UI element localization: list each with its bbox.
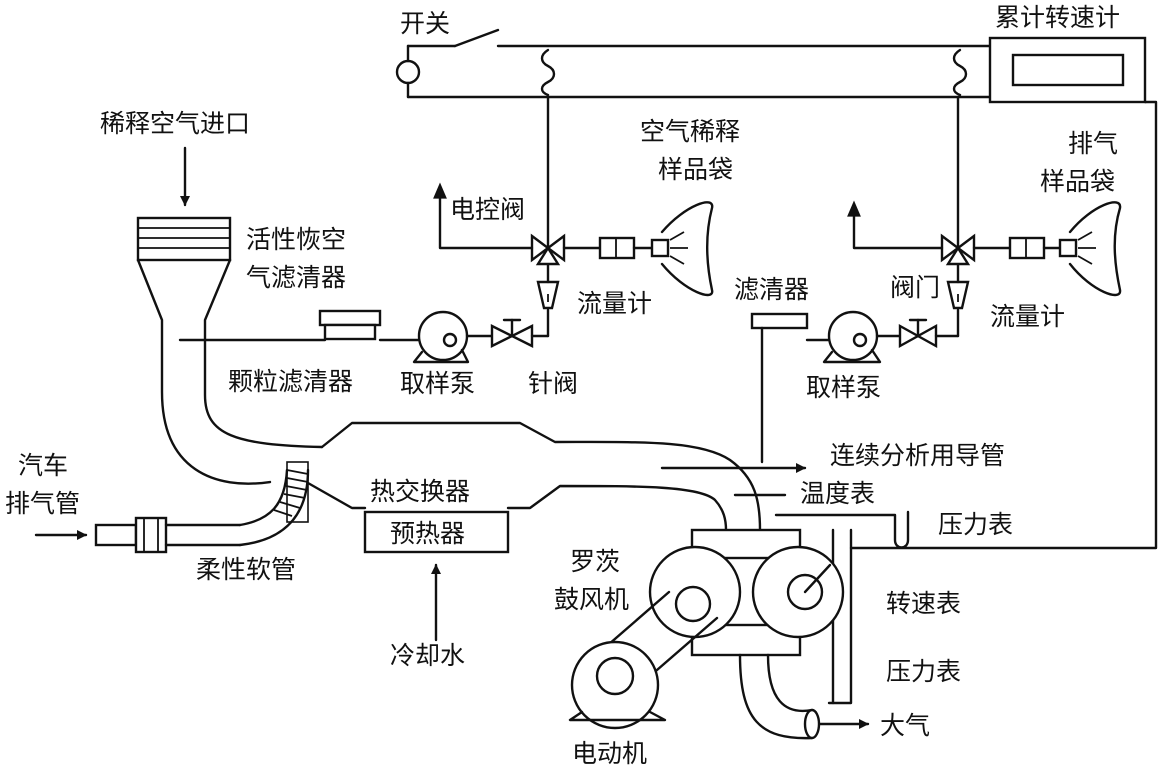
label-solenoid-valve: 电控阀 — [450, 195, 525, 224]
flexible-hose — [238, 468, 289, 527]
label-activated-carbon-2: 气滤清器 — [246, 263, 346, 292]
exhaust-sample-bag — [1068, 201, 1122, 297]
heat-exchanger — [363, 510, 510, 642]
label-flexible-hose: 柔性软管 — [196, 555, 296, 584]
label-air-dilution-bag-2: 样品袋 — [658, 155, 733, 184]
vehicle-exhaust-pipe — [34, 461, 310, 554]
label-cooling-water: 冷却水 — [390, 641, 465, 670]
label-thermometer: 温度表 — [800, 479, 875, 508]
label-electric-motor: 电动机 — [572, 739, 647, 768]
label-air-dilution-bag-1: 空气稀释 — [640, 117, 740, 146]
label-heat-exchanger: 热交换器 — [370, 477, 470, 506]
particle-filter — [318, 309, 382, 327]
label-sampling-pump-right: 取样泵 — [806, 373, 881, 402]
label-continuous-analysis-tube: 连续分析用导管 — [830, 441, 1005, 470]
valve-right — [898, 323, 921, 349]
label-filter: 滤清器 — [734, 275, 809, 304]
filter-right — [750, 312, 809, 330]
label-speed-meter: 转速表 — [886, 589, 961, 618]
label-switch: 开关 — [400, 9, 450, 38]
label-pressure-gauge-bottom: 压力表 — [886, 657, 961, 686]
air-dilution-sample-bag — [660, 201, 714, 297]
activated-carbon-filter — [136, 216, 232, 262]
preheater-box — [363, 510, 510, 554]
label-vehicle-exhaust-1: 汽车 — [18, 451, 68, 480]
roots-blower — [568, 528, 870, 740]
right-sampling-line — [750, 95, 1122, 464]
dilution-air-inlet — [136, 146, 324, 485]
exhaust-coupling — [134, 516, 168, 554]
label-flowmeter-right: 流量计 — [990, 302, 1065, 331]
sampling-pump-left — [417, 310, 469, 362]
cumulative-tachometer-display — [1011, 53, 1125, 87]
label-roots-1: 罗茨 — [570, 547, 620, 576]
electrical-circuit — [395, 28, 1158, 550]
label-cumulative-tachometer: 累计转速计 — [995, 3, 1120, 32]
needle-valve — [490, 324, 515, 348]
sampling-pump-right — [827, 310, 879, 362]
left-sampling-line — [178, 95, 714, 364]
label-needle-valve: 针阀 — [528, 369, 578, 398]
dilution-tunnel — [306, 421, 762, 532]
label-particle-filter: 颗粒滤清器 — [228, 367, 353, 396]
label-valve: 阀门 — [890, 273, 940, 302]
switch-blade — [453, 28, 500, 48]
pressure-gauge-top — [774, 510, 910, 549]
label-roots-2: 鼓风机 — [554, 585, 629, 614]
diagram-labels: 开关 累计转速计 稀释空气进口 空气稀释 样品袋 排气 样品袋 电控阀 活性恢空… — [5, 3, 1120, 768]
label-preheater: 预热器 — [390, 519, 465, 548]
label-activated-carbon-1: 活性恢空 — [246, 225, 346, 254]
label-dilution-air-inlet: 稀释空气进口 — [100, 109, 250, 138]
relay-coil-left — [540, 48, 556, 97]
label-atmosphere: 大气 — [880, 711, 930, 740]
label-exhaust-bag-2: 样品袋 — [1040, 167, 1115, 196]
label-flowmeter-left: 流量计 — [577, 289, 652, 318]
label-vehicle-exhaust-2: 排气管 — [5, 489, 80, 518]
switch-terminal — [395, 59, 421, 85]
relay-coil-right — [952, 48, 968, 97]
label-sampling-pump-left: 取样泵 — [400, 369, 475, 398]
label-exhaust-bag-1: 排气 — [1068, 129, 1118, 158]
label-pressure-gauge-top: 压力表 — [938, 510, 1013, 539]
